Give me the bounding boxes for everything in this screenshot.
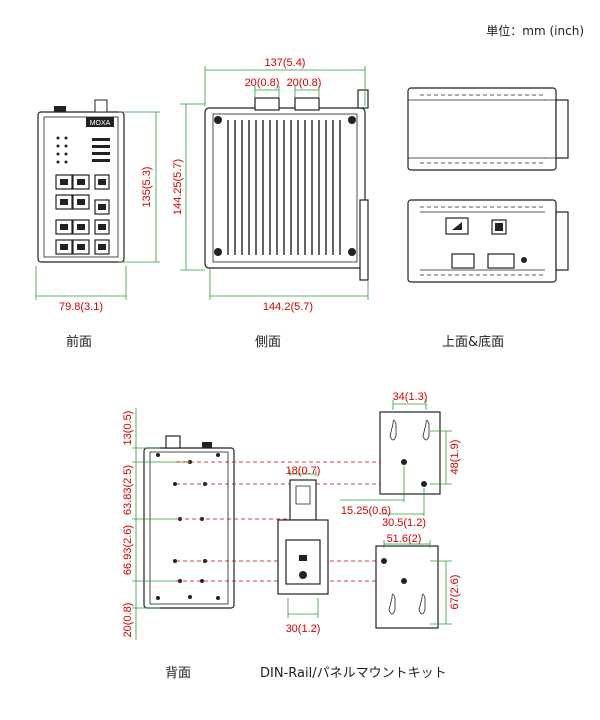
din-bottom-dim: 30(1.2): [286, 623, 321, 635]
back-upper-dim: 63.83(2.5): [122, 465, 134, 515]
terminal-blocks: [254, 97, 320, 111]
corner-screws: [214, 116, 356, 256]
din-rail-clip: 18(0.7) 30(1.2): [277, 465, 329, 635]
back-bottom-dim: 20(0.8): [122, 603, 134, 638]
front-view: MOXA: [35, 99, 160, 313]
top-bottom-view-label: 上面&底面: [442, 335, 505, 350]
panel-bottom-width-dim: 51.6(2): [387, 533, 422, 545]
panel-top-height-dim: 48(1.9): [449, 440, 461, 475]
front-height-dim: 135(5.3): [141, 167, 153, 208]
panel-mount-top: 34(1.3) 48(1.9) 15.25(0.6) 30.5(1.2): [340, 391, 461, 529]
side-height-dim: 144.25(5.7): [172, 159, 184, 215]
din-top-dim: 18(0.7): [286, 465, 321, 477]
side-width-top-dim: 137(5.4): [265, 57, 306, 69]
panel-top-width-dim: 34(1.3): [393, 391, 428, 403]
heatsink-fins: [227, 120, 341, 255]
unit-label: 単位：mm (inch): [486, 24, 584, 38]
side-view: 137(5.4) 20(0.8) 20(0.8) 144.2(5.7) 144.…: [172, 57, 369, 313]
moxa-logo: MOXA: [90, 120, 111, 127]
top-view: [407, 87, 569, 171]
terminal-2-dim: 20(0.8): [287, 77, 322, 89]
panel-bottom-height-dim: 67(2.6): [449, 575, 461, 610]
panel-hole-offset-dim: 15.25(0.6): [341, 505, 391, 517]
side-width-bottom-dim: 144.2(5.7): [263, 301, 313, 313]
terminal-1-dim: 20(0.8): [245, 77, 280, 89]
back-top-dim: 13(0.5): [122, 411, 134, 446]
din-panel-kit-label: DIN-Rail/パネルマウントキット: [260, 666, 447, 681]
ethernet-ports: [55, 174, 90, 255]
panel-mount-bottom: 51.6(2) 67(2.6): [375, 533, 461, 629]
back-view: 13(0.5) 63.83(2.5) 66.93(2.6) 20(0.8): [122, 408, 235, 640]
back-lower-dim: 66.93(2.6): [122, 525, 134, 575]
sfp-ports: [94, 174, 110, 255]
side-view-label: 側面: [255, 335, 282, 350]
panel-hole-spacing-dim: 30.5(1.2): [382, 517, 426, 529]
bottom-view: [407, 199, 569, 283]
led-panel: [56, 136, 110, 164]
back-view-label: 背面: [165, 666, 192, 681]
front-width-dim: 79.8(3.1): [59, 301, 103, 313]
front-view-label: 前面: [66, 335, 93, 350]
